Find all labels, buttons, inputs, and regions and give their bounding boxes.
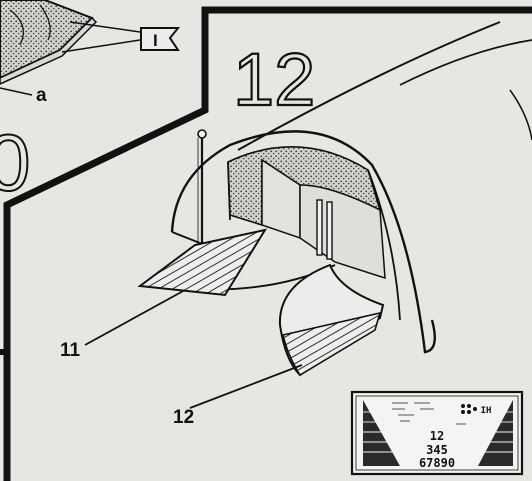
decal-line-2: 345 [426, 443, 448, 457]
step-number: 12 [233, 38, 315, 121]
hut-door-left [316, 199, 323, 256]
decal-triangle-right [478, 400, 513, 466]
decal-line-3: 67890 [419, 456, 455, 470]
previous-step-panel: I a 0 [0, 0, 181, 208]
quonset-hut [149, 21, 532, 354]
flag-symbol: I [153, 31, 158, 50]
step-panel-border [3, 6, 532, 481]
part-label-12: 12 [173, 407, 194, 428]
decal-sheet: IH 12 345 67890 [350, 390, 524, 476]
decal-triangle-left [363, 400, 400, 466]
part-label-11: 11 [60, 340, 81, 361]
decal-line-1: 12 [430, 429, 444, 443]
hut-door-right [326, 201, 333, 260]
part-11-ramp [137, 228, 268, 297]
decal-mark: IH [481, 406, 492, 416]
flag-part-icon: I [140, 27, 181, 51]
part-label-a: a [36, 85, 47, 106]
